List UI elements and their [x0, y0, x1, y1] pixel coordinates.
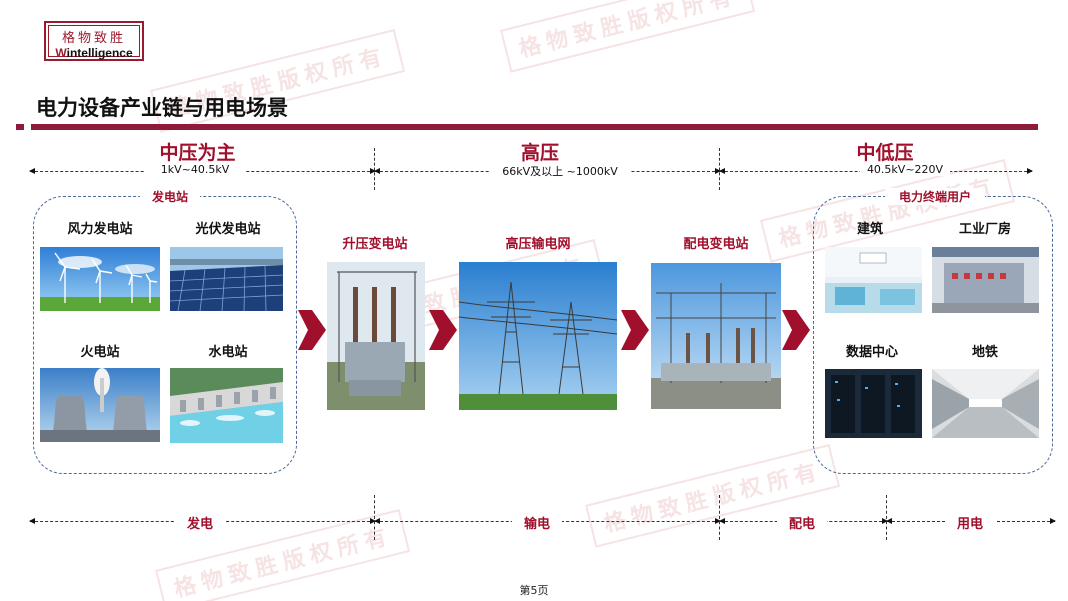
hydro-power-label: 水电站 [208, 345, 248, 360]
building-interior-photo [825, 247, 922, 313]
divider-line [719, 148, 720, 190]
divider-line [374, 495, 375, 540]
step-up-substation-label: 升压变电站 [342, 237, 408, 252]
wind-power-label: 风力发电站 [67, 222, 133, 237]
solar-power-label: 光伏发电站 [195, 222, 261, 237]
transmission-tower-photo [459, 262, 617, 410]
divider-line [886, 495, 887, 540]
metro-label: 地铁 [971, 345, 998, 360]
stage-label-transmission: 输电 [512, 513, 562, 532]
range-label-low-voltage: 40.5kV~220V [860, 163, 950, 176]
hydro-dam-photo [170, 368, 283, 443]
title-underline-bar [31, 124, 1038, 130]
generation-group-label: 发电站 [140, 188, 200, 205]
wind-farm-photo [40, 247, 160, 311]
range-label-high-voltage: 66kV及以上 ~1000kV [490, 163, 630, 179]
data-center-label: 数据中心 [845, 345, 898, 360]
distribution-substation-photo [651, 263, 781, 409]
factory-label: 工业厂房 [958, 222, 1011, 237]
section-head-low-voltage: 中低压 [856, 142, 914, 164]
divider-line [374, 148, 375, 190]
building-label: 建筑 [856, 222, 883, 237]
distribution-substation-label: 配电变电站 [683, 237, 749, 252]
solar-panels-photo [170, 247, 283, 311]
step-up-substation-photo [327, 262, 425, 410]
section-head-medium-voltage: 中压为主 [159, 142, 236, 164]
divider-line [719, 495, 720, 540]
factory-photo [932, 247, 1039, 313]
flow-arrow-icon [782, 310, 810, 350]
thermal-plant-photo [40, 368, 160, 442]
section-head-high-voltage: 高压 [520, 142, 559, 164]
metro-station-photo [932, 369, 1039, 438]
stage-label-generation: 发电 [175, 513, 225, 532]
watermark: 格物致胜版权所有 [585, 444, 841, 548]
flow-arrow-icon [621, 310, 649, 350]
stage-label-consumption: 用电 [945, 513, 995, 532]
flow-arrow-icon [429, 310, 457, 350]
logo-english-text: Wintelligence [55, 46, 133, 60]
stage-label-distribution: 配电 [777, 513, 827, 532]
title-accent-square [16, 124, 24, 130]
page-title: 电力设备产业链与用电场景 [36, 96, 288, 120]
range-label-medium-voltage: 1kV~40.5kV [145, 163, 245, 176]
flow-arrow-icon [298, 310, 326, 350]
page-number: 第5页 [519, 584, 549, 597]
hv-grid-label: 高压输电网 [505, 237, 571, 252]
consumer-group-label: 电力终端用户 [885, 188, 985, 205]
thermal-power-label: 火电站 [80, 345, 120, 360]
logo-chinese-text: 格物致胜 [61, 31, 126, 46]
company-logo: 格物致胜 Wintelligence [44, 21, 144, 61]
data-center-photo [825, 369, 922, 438]
watermark: 格物致胜版权所有 [500, 0, 756, 73]
